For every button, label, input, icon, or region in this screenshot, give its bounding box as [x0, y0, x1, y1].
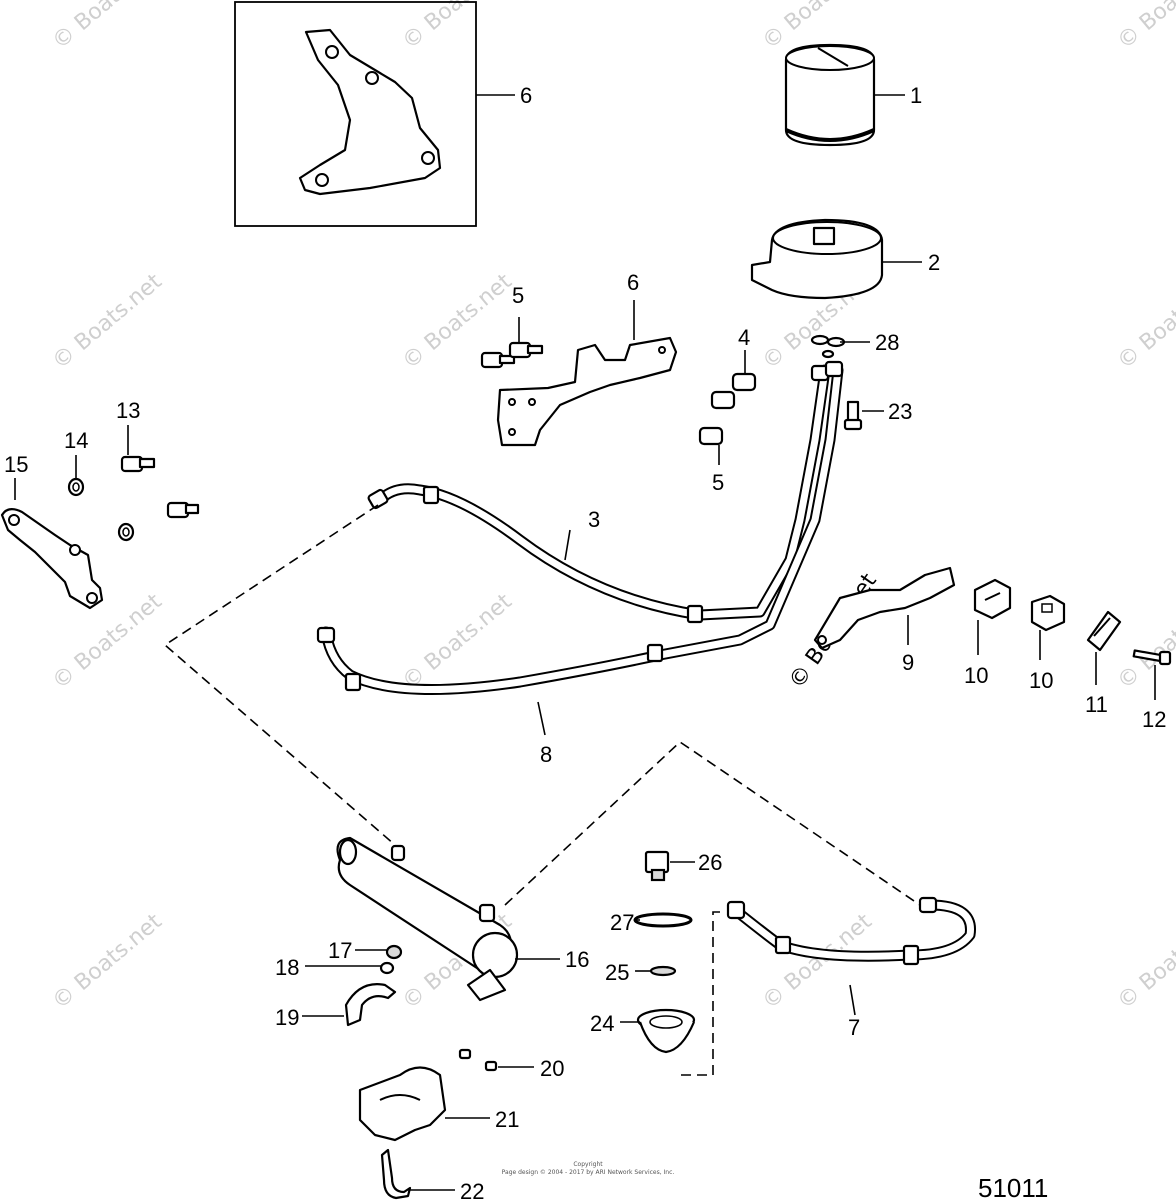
washer-14: [67, 477, 135, 542]
clip-10a: [973, 578, 1012, 620]
cap-26: [644, 850, 670, 882]
callout-10b: 10: [1029, 668, 1053, 693]
callout-18: 18: [275, 955, 299, 980]
callout-4: 4: [738, 325, 750, 350]
watermark: © Boats.net: [398, 0, 517, 55]
hose-7: [726, 896, 976, 966]
callout-23: 23: [888, 399, 912, 424]
hose-fittings: [316, 360, 844, 692]
footer: Copyright Page design © 2004 - 2017 by A…: [502, 1161, 1049, 1200]
callout-19: 19: [275, 1005, 299, 1030]
watermark: © Boats.net: [758, 909, 877, 1015]
callout-5-lower: 5: [712, 470, 724, 495]
callout-27: 27: [610, 910, 634, 935]
callout-12: 12: [1142, 707, 1166, 732]
callout-21: 21: [495, 1107, 519, 1132]
callout-24: 24: [590, 1011, 614, 1036]
nut-17: [385, 944, 403, 960]
oil-cooler-16: [336, 836, 519, 1002]
bolt-13-b: [166, 501, 200, 519]
callout-6-bracket: 6: [627, 270, 639, 295]
callout-28: 28: [875, 330, 899, 355]
watermark: © Boats.net: [48, 909, 167, 1015]
hose-3: [374, 364, 831, 621]
copyright-line-1: Copyright: [573, 1161, 603, 1168]
callout-6-inset: 6: [520, 83, 532, 108]
bracket-9: [813, 566, 956, 650]
watermark: © Boats.net: [48, 269, 167, 375]
clamp-19: [344, 983, 397, 1027]
callout-20: 20: [540, 1056, 564, 1081]
callout-11: 11: [1085, 692, 1108, 717]
inset-bracket-6: [234, 1, 477, 227]
watermark-group: © Boats.net © Boats.net © Boats.net © Bo…: [48, 0, 1176, 1015]
o-ring-27: [633, 912, 693, 928]
adapter-24: [636, 1008, 696, 1054]
watermark: © Boats.net: [1113, 909, 1176, 1015]
filter-adapter: [750, 218, 884, 300]
callout-25: 25: [605, 960, 629, 985]
callouts: 6 1 2 5 6 4 28 23 5 13 14 15 3 9 10 10 1…: [4, 83, 1166, 1200]
watermark: © Boats.net: [1113, 589, 1176, 695]
screw-20: [458, 1048, 498, 1072]
callout-7: 7: [848, 1015, 860, 1040]
callout-8: 8: [540, 742, 552, 767]
oil-filter: [784, 43, 876, 147]
bolt-5-top-b: [508, 341, 544, 359]
callout-26: 26: [698, 850, 722, 875]
washer-28: [810, 334, 846, 359]
spacer-11: [1086, 610, 1122, 652]
clip-22: [380, 1148, 412, 1200]
watermark: © Boats.net: [398, 589, 517, 695]
callout-5-top: 5: [512, 283, 524, 308]
watermark: © Boats.net: [1113, 269, 1176, 375]
bolt-5-lower: [698, 390, 736, 446]
callout-9: 9: [902, 650, 914, 675]
hose-8: [320, 364, 844, 696]
watermark: © Boats.net: [48, 589, 167, 695]
callout-3: 3: [588, 507, 600, 532]
bracket-15: [0, 508, 104, 610]
watermark: © Boats.net: [48, 0, 167, 55]
callout-1: 1: [910, 83, 922, 108]
callout-2: 2: [928, 250, 940, 275]
callout-10a: 10: [964, 663, 988, 688]
callout-22: 22: [460, 1179, 484, 1200]
callout-16: 16: [565, 947, 589, 972]
dashed-guides: [163, 504, 921, 1076]
leader-lines: [14, 94, 1156, 1191]
washer-25: [649, 965, 677, 977]
bolt-12: [1132, 649, 1172, 666]
bolt-23: [843, 400, 863, 431]
clip-10b: [1030, 594, 1066, 632]
callout-15: 15: [4, 452, 28, 477]
nut-4: [731, 372, 757, 392]
bracket-21: [358, 1066, 447, 1142]
watermark: © Boats.net: [1113, 0, 1176, 55]
diagram-reference-number: 51011: [978, 1173, 1048, 1200]
bolt-5-top: [480, 351, 516, 369]
bracket-6: [496, 336, 678, 447]
callout-13: 13: [116, 398, 140, 423]
callout-14: 14: [64, 428, 88, 453]
washer-18: [379, 961, 395, 975]
copyright-line-2: Page design © 2004 - 2017 by ARI Network…: [502, 1169, 675, 1176]
callout-17: 17: [328, 938, 352, 963]
bolt-13: [120, 455, 156, 473]
